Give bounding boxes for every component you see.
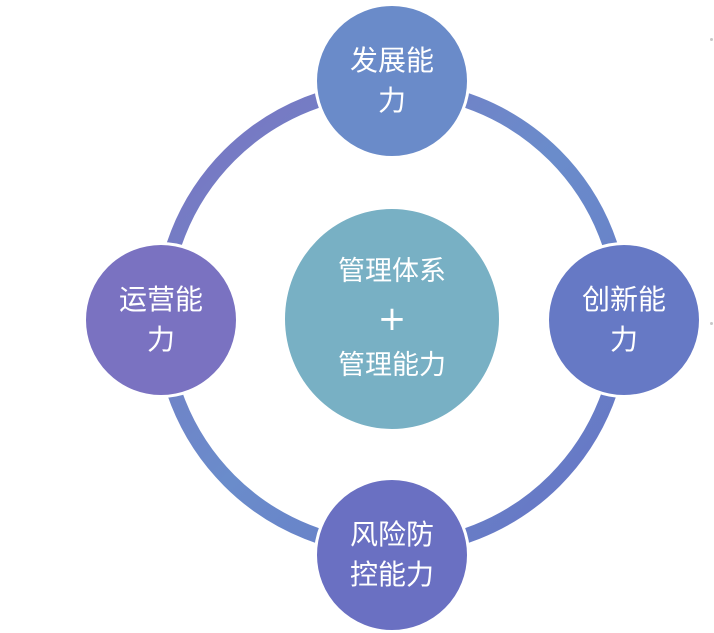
edge-mark bbox=[710, 322, 713, 325]
node-label: 风险防 bbox=[349, 518, 434, 551]
node-development: 发展能 力 bbox=[314, 3, 470, 159]
plus-sign: + bbox=[377, 299, 407, 339]
center-line-1: 管理体系 bbox=[338, 256, 446, 287]
center-node-management: 管理体系 + 管理能力 bbox=[282, 206, 502, 432]
node-risk-control: 风险防 控能力 bbox=[314, 477, 470, 633]
node-innovation: 创新能 力 bbox=[546, 242, 702, 398]
node-label: 运营能 bbox=[118, 283, 203, 316]
edge-mark bbox=[710, 38, 713, 41]
node-label: 力 bbox=[146, 323, 175, 356]
node-label: 力 bbox=[609, 323, 638, 356]
node-label: 创新能 bbox=[581, 283, 666, 316]
node-operation: 运营能 力 bbox=[83, 242, 239, 398]
node-label: 发展能 bbox=[349, 44, 434, 77]
center-line-2: 管理能力 bbox=[338, 350, 446, 381]
node-label: 控能力 bbox=[349, 558, 434, 591]
node-label: 力 bbox=[377, 84, 406, 117]
